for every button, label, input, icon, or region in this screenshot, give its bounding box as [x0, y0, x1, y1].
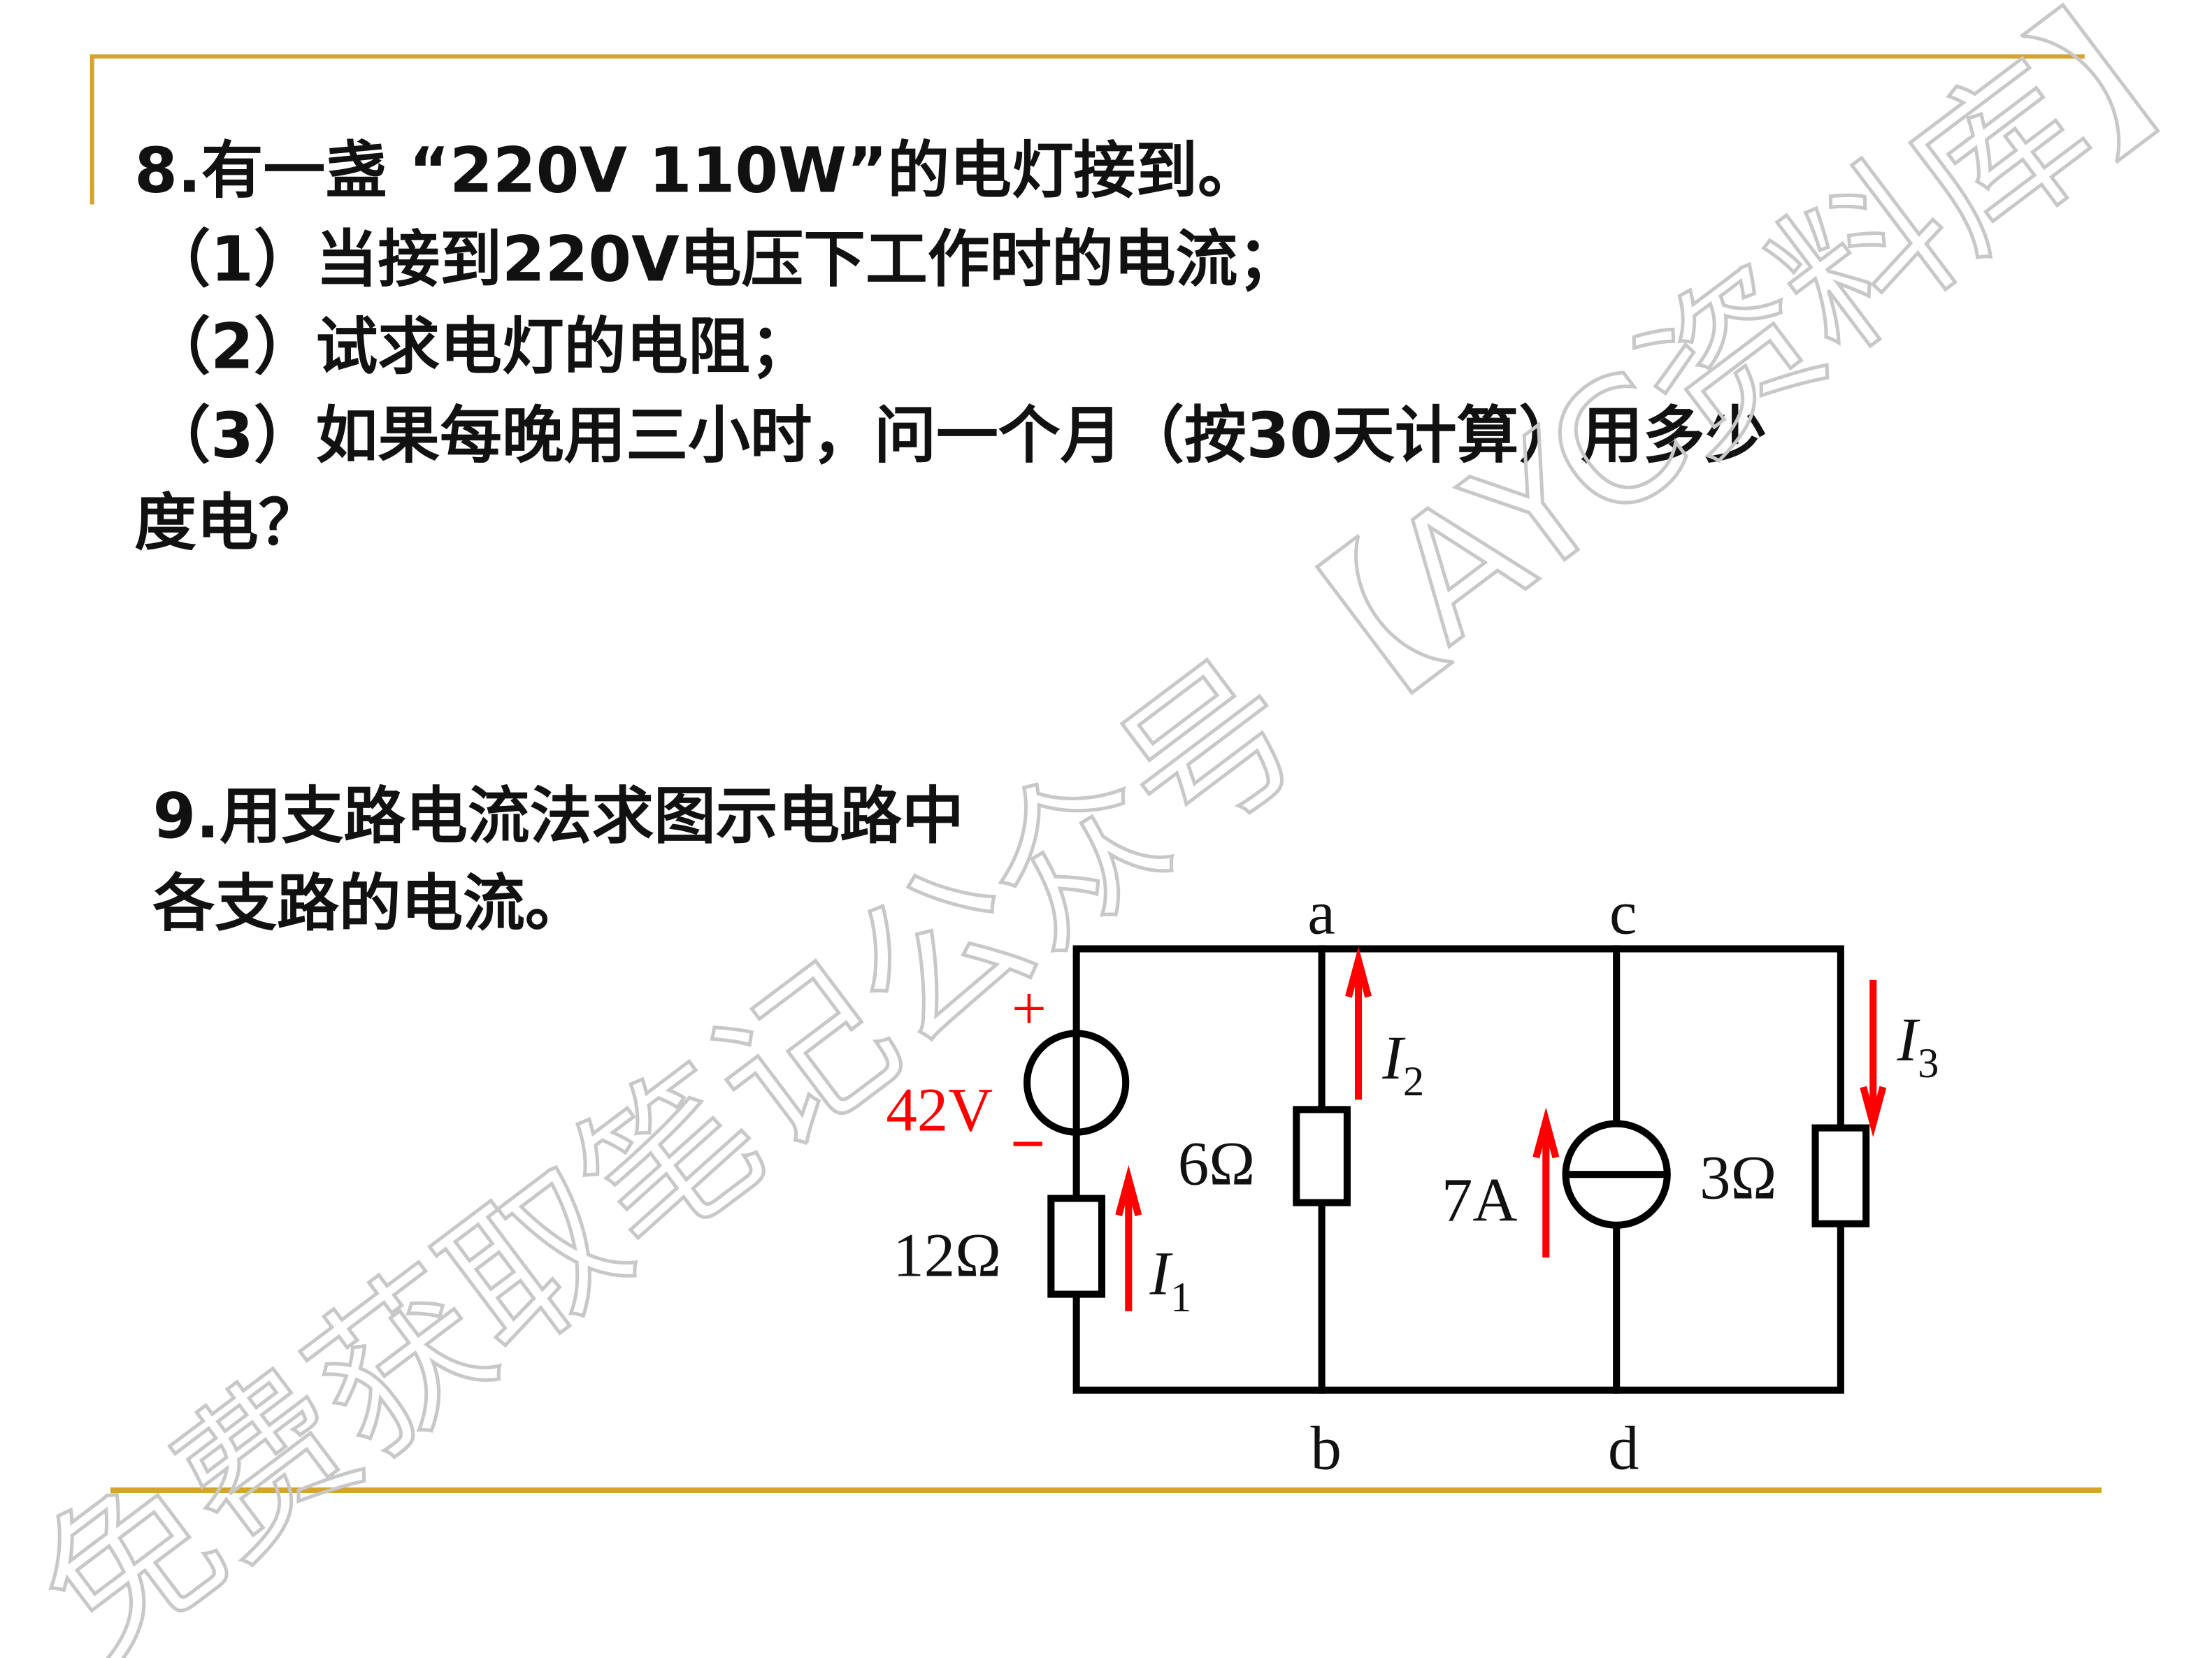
current-source-label: 7A — [1442, 1167, 1517, 1235]
node-a-label: a — [1307, 879, 1335, 947]
problem9-line-2: 各支路的电流。 — [153, 867, 587, 939]
r3-label: 3Ω — [1700, 1144, 1776, 1212]
problem8-item-3-cont: 度电？ — [134, 487, 320, 559]
circuit-diagram: a c b d 42V + − 12Ω 6Ω 3Ω 7A I1 I2 I3 — [886, 879, 1939, 1483]
node-b-label: b — [1310, 1415, 1341, 1483]
top-rule — [89, 54, 2085, 205]
problem8-item-3: （3）如果每晚用三小时，问一个月（按30天计算）用多少 — [148, 400, 1767, 472]
resistor-3ohm — [1811, 1124, 1870, 1227]
r1-label: 12Ω — [893, 1221, 1001, 1290]
i1-label: I1 — [1149, 1240, 1192, 1321]
resistor-12ohm — [1047, 1195, 1105, 1298]
problem8-item-1: （1）当接到220V电压下工作时的电流； — [148, 223, 1300, 295]
i2-label: I2 — [1381, 1024, 1424, 1105]
resistor-6ohm — [1293, 1106, 1351, 1206]
problem8-item-2: （2）试求电灯的电阻； — [148, 310, 812, 382]
minus-sign: − — [1010, 1110, 1046, 1178]
arrow-7a — [1532, 1107, 1560, 1258]
plus-sign: + — [1012, 974, 1047, 1043]
problem8-title: 8.有一盏 “220V 110W”的电灯接到。 — [134, 134, 1259, 206]
node-c-label: c — [1609, 879, 1637, 947]
voltage-label: 42V — [886, 1076, 993, 1145]
arrow-i1 — [1115, 1165, 1142, 1311]
problem9-line-1: 9.用支路电流法求图示电路中 — [153, 780, 964, 852]
r2-label: 6Ω — [1178, 1130, 1255, 1198]
node-d-label: d — [1608, 1415, 1639, 1483]
arrow-i2 — [1345, 946, 1372, 1100]
i3-label: I3 — [1897, 1006, 1939, 1087]
arrow-i3 — [1860, 979, 1887, 1137]
